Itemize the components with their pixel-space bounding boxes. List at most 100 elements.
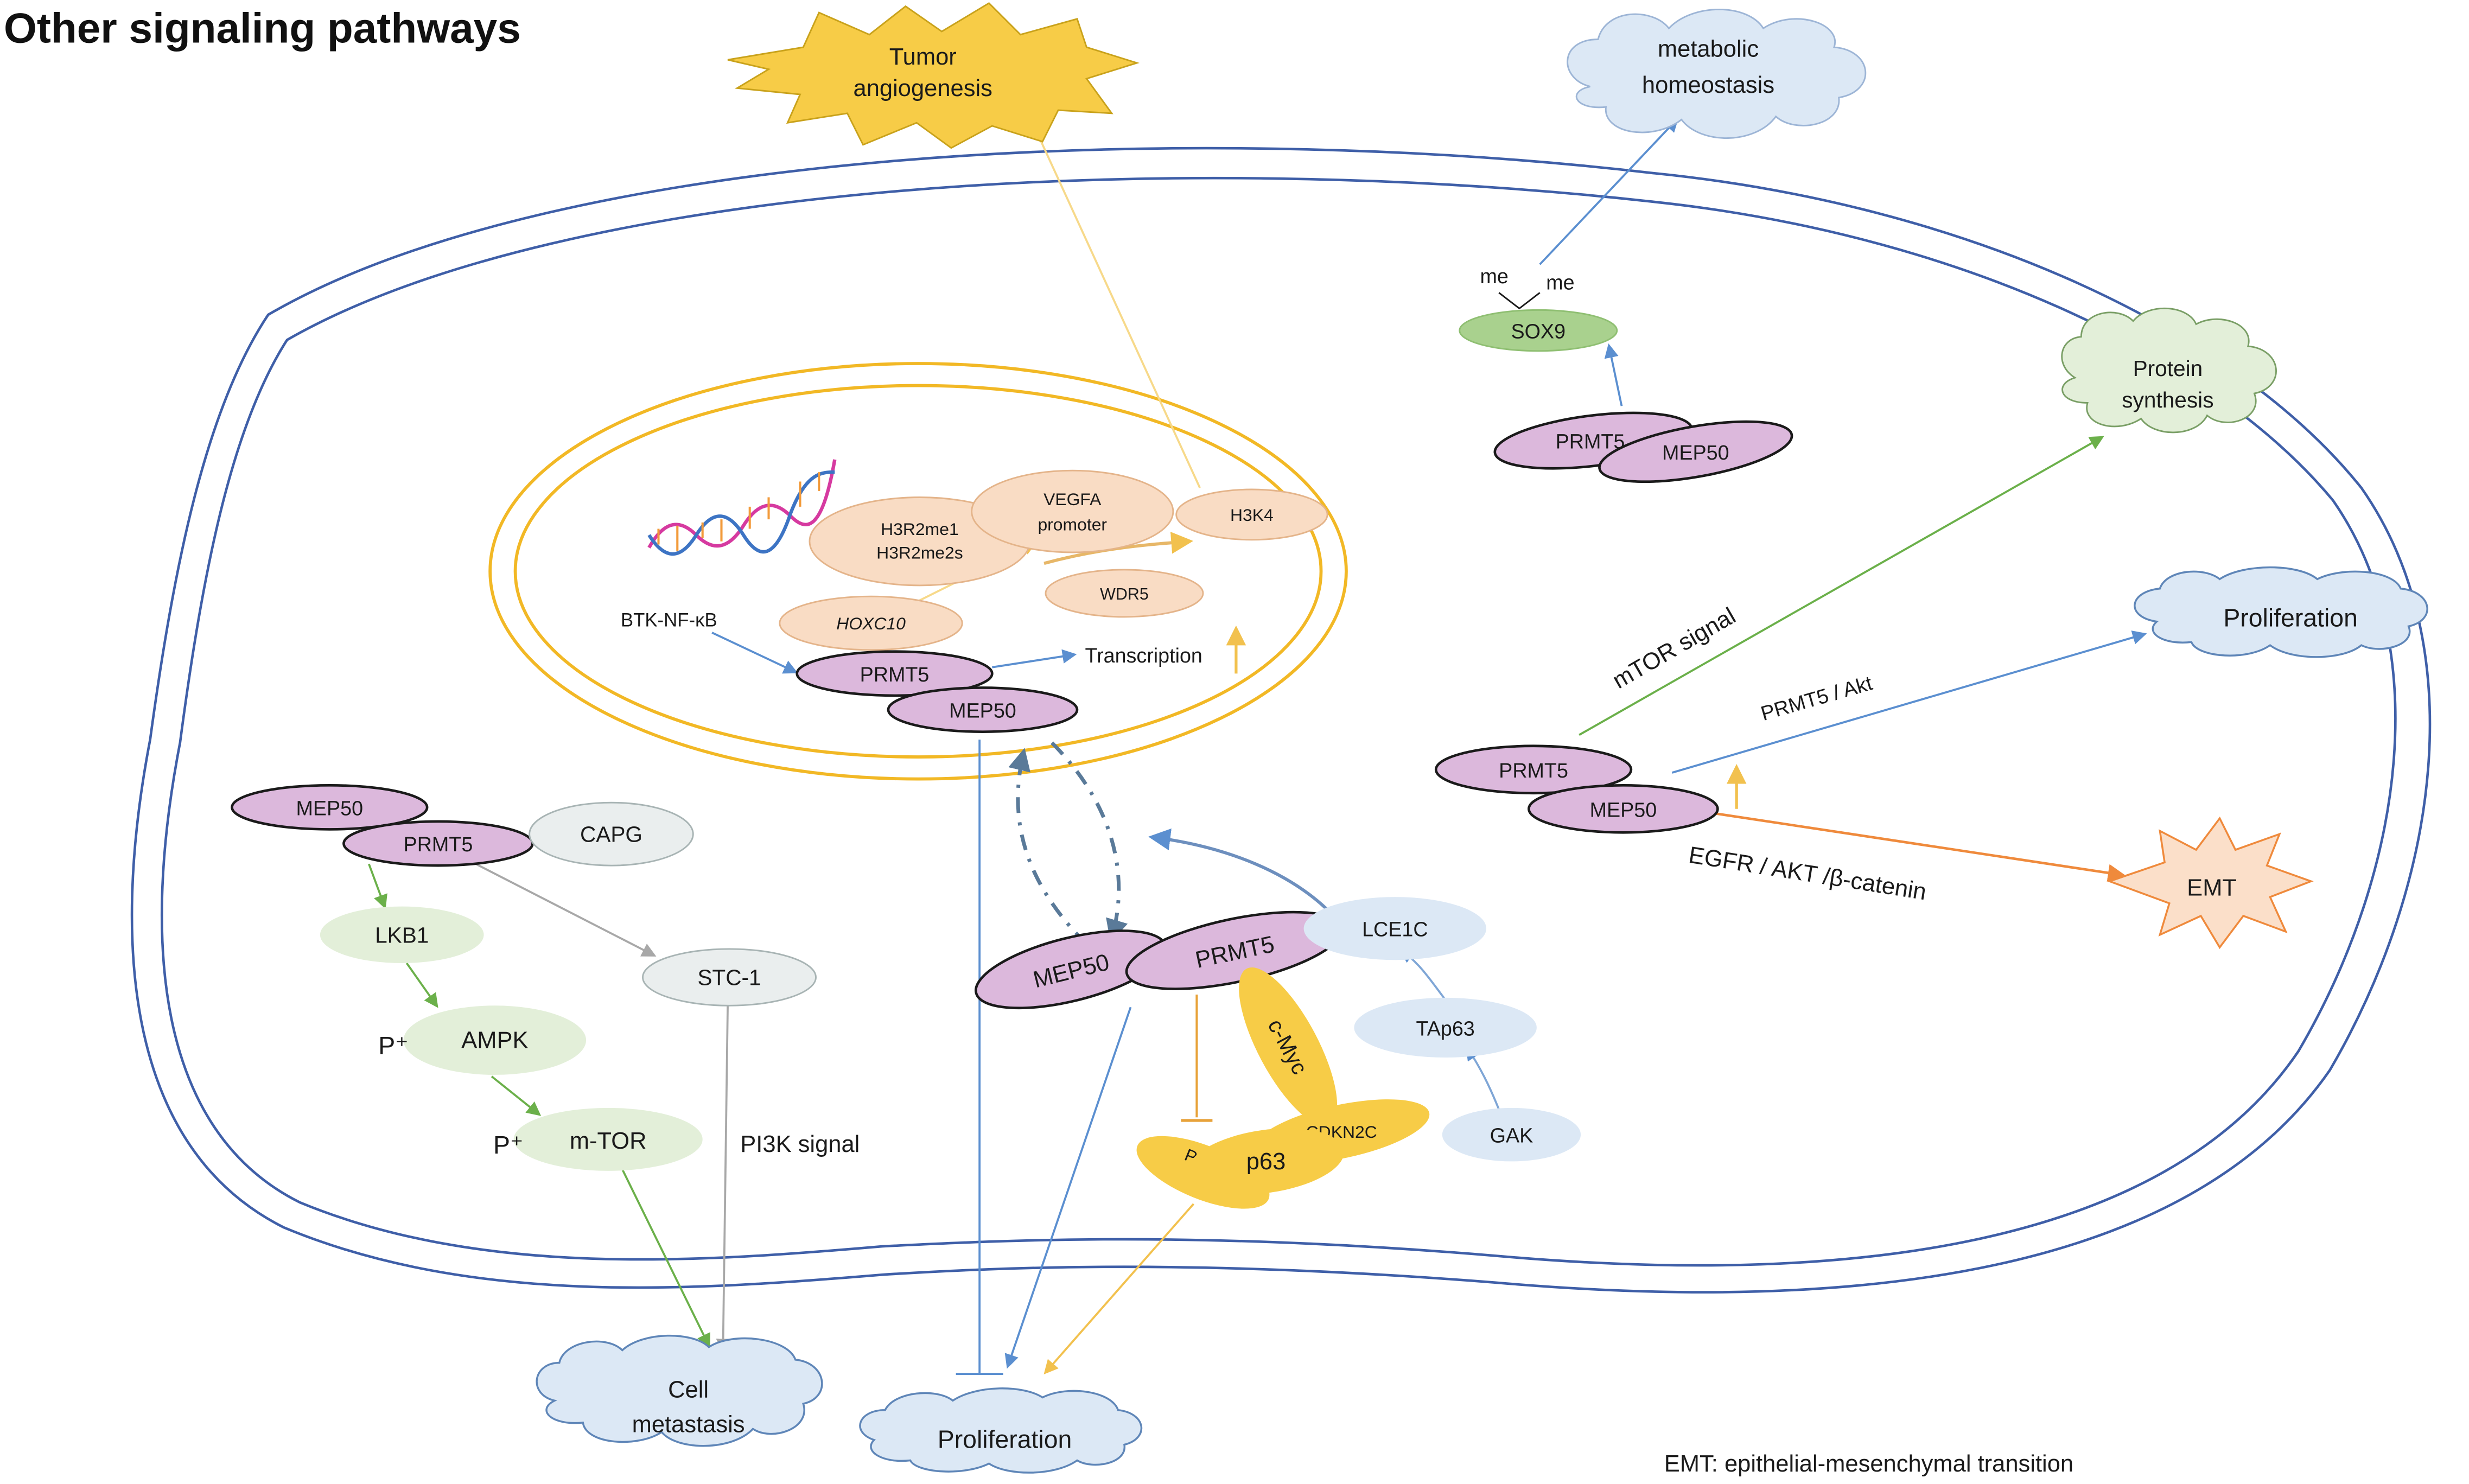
me-bracket [1498, 292, 1541, 310]
arrow-stc1-metastasis [716, 1004, 730, 1353]
arrow-h3k4-angiogenesis [1024, 107, 1201, 488]
node-sox9-mep50-label: MEP50 [1662, 441, 1729, 464]
prmt5-akt-label: PRMT5 / Akt [1758, 671, 1875, 725]
node-wdr5-label: WDR5 [1100, 585, 1149, 603]
arrow-mep50-emt [1716, 812, 2126, 882]
node-p63-label: p63 [1246, 1149, 1286, 1175]
node-left-prmt5-label: PRMT5 [404, 833, 473, 856]
me-label-left: me [1480, 265, 1508, 288]
arrow-pten-proliferation [1043, 1203, 1195, 1375]
protein-synthesis-cloud [2061, 307, 2277, 434]
node-lkb1 [320, 906, 484, 963]
nucleus-envelope [488, 362, 1348, 781]
proliferation-right-label: Proliferation [2223, 603, 2358, 632]
node-stc1 [642, 948, 817, 1007]
dashed-shuttle-in [1008, 748, 1088, 946]
node-left-mep50 [231, 784, 429, 831]
proliferation-bottom-label: Proliferation [938, 1425, 1072, 1453]
arrow-prmt5-lkb1 [368, 863, 387, 909]
metabolic-homeostasis-cloud [1567, 9, 1867, 139]
cell-metastasis-label-1: Cell [668, 1377, 709, 1403]
arrow-lce1c-nucleus [1148, 828, 1332, 914]
node-h3r2-label-1: H3R2me1 [881, 519, 959, 539]
p-plus-mtor: P⁺ [493, 1131, 523, 1159]
p-plus-ampk: P⁺ [378, 1031, 408, 1060]
node-stc1-label: STC-1 [697, 965, 761, 990]
node-sox9 [1459, 309, 1618, 352]
arrow-prmt5-sox9 [1604, 343, 1623, 406]
node-mtor [513, 1107, 703, 1171]
footnote-emt: EMT: epithelial-mesenchymal transition [1664, 1451, 2073, 1477]
tumor-angiogenesis-label-1: Tumor [889, 44, 957, 70]
metabolic-homeostasis-label-2: homeostasis [1642, 72, 1774, 98]
btk-nfkb-label: BTK-NF-κB [621, 609, 717, 630]
node-capg-label: CAPG [580, 822, 642, 847]
node-tap63 [1354, 997, 1537, 1058]
arrow-btk-prmt5 [711, 632, 798, 674]
node-lce1c [1303, 897, 1487, 960]
arrow-lkb1-ampk [405, 962, 438, 1008]
proliferation-right-cloud [2134, 566, 2428, 658]
node-left-mep50-label: MEP50 [296, 797, 364, 819]
node-tap63-label: TAp63 [1416, 1017, 1475, 1040]
egfr-akt-label: EGFR / AKT /β-catenin [1687, 842, 1929, 906]
node-h3k4-label: H3K4 [1230, 505, 1274, 525]
node-right-mep50 [1528, 784, 1719, 834]
me-label-right: me [1546, 271, 1574, 294]
protein-synthesis-label-2: synthesis [2122, 387, 2213, 412]
figure-title: Other signaling pathways [4, 4, 521, 52]
pi3k-signal-label: PI3K signal [740, 1131, 860, 1157]
arrow-ampk-mtor [491, 1075, 542, 1116]
transcription-label: Transcription [1085, 644, 1202, 667]
dashed-shuttle-out [1051, 741, 1128, 942]
tumor-angiogenesis-label-2: angiogenesis [854, 75, 992, 101]
node-mtor-label: m-TOR [570, 1128, 647, 1154]
cell-metastasis-cloud [536, 1334, 823, 1447]
node-sox9-mep50 [1598, 420, 1793, 483]
proliferation-bottom-cloud [859, 1387, 1143, 1474]
cell-metastasis-label-2: metastasis [632, 1411, 745, 1437]
arrow-prmt5-proliferation [1004, 1007, 1132, 1369]
arrow-mtor-protein-synthesis [1579, 436, 2104, 736]
arrow-akt-proliferation [1671, 630, 2147, 774]
node-wdr5 [1045, 569, 1204, 618]
node-h3r2-label-2: H3R2me2s [876, 543, 963, 563]
arrow-sox9-metabolic [1539, 117, 1679, 265]
node-cmyc [1239, 967, 1338, 1126]
emt-label: EMT [2187, 875, 2237, 901]
node-vegfa [971, 469, 1174, 553]
cell-membrane [130, 147, 2432, 1294]
node-right-prmt5 [1434, 744, 1633, 795]
node-vegfa-label-1: VEGFA [1043, 489, 1102, 509]
arrow-prmt5-stc1 [472, 861, 657, 957]
node-lkb1-label: LKB1 [375, 922, 429, 947]
node-sox9-prmt5-label: PRMT5 [1556, 430, 1625, 453]
arrow-mtor-metastasis [621, 1169, 710, 1348]
node-p63 [1188, 1128, 1344, 1195]
arrow-vegfa-h3k4 [1043, 532, 1193, 565]
metabolic-homeostasis-label-1: metabolic [1658, 36, 1759, 62]
node-right-prmt5-label: PRMT5 [1499, 759, 1568, 782]
node-h3k4 [1175, 488, 1328, 541]
protein-synthesis-label-1: Protein [2133, 356, 2203, 381]
node-nuclear-prmt5 [796, 650, 994, 697]
node-gak-label: GAK [1490, 1124, 1533, 1147]
node-right-mep50-label: MEP50 [1590, 798, 1657, 821]
node-hoxc10-label: HOXC10 [836, 614, 906, 633]
node-nuclear-prmt5-label: PRMT5 [860, 663, 930, 686]
node-capg [529, 801, 694, 867]
node-ampk [403, 1005, 587, 1075]
node-nuclear-mep50 [887, 686, 1079, 733]
emt-burst [2107, 816, 2314, 950]
node-hoxc10 [779, 595, 963, 651]
arrow-gak-tap63 [1466, 1046, 1500, 1110]
node-nuclear-mep50-label: MEP50 [949, 699, 1016, 722]
dna-helix-icon [647, 459, 837, 556]
tumor-angiogenesis-burst [727, 2, 1140, 149]
node-vegfa-label-2: promoter [1038, 514, 1107, 534]
node-lce1c-label: LCE1C [1362, 918, 1428, 941]
node-sox9-label: SOX9 [1511, 320, 1566, 343]
arrow-prmt5-transcription [992, 649, 1077, 668]
node-gak [1442, 1107, 1581, 1162]
